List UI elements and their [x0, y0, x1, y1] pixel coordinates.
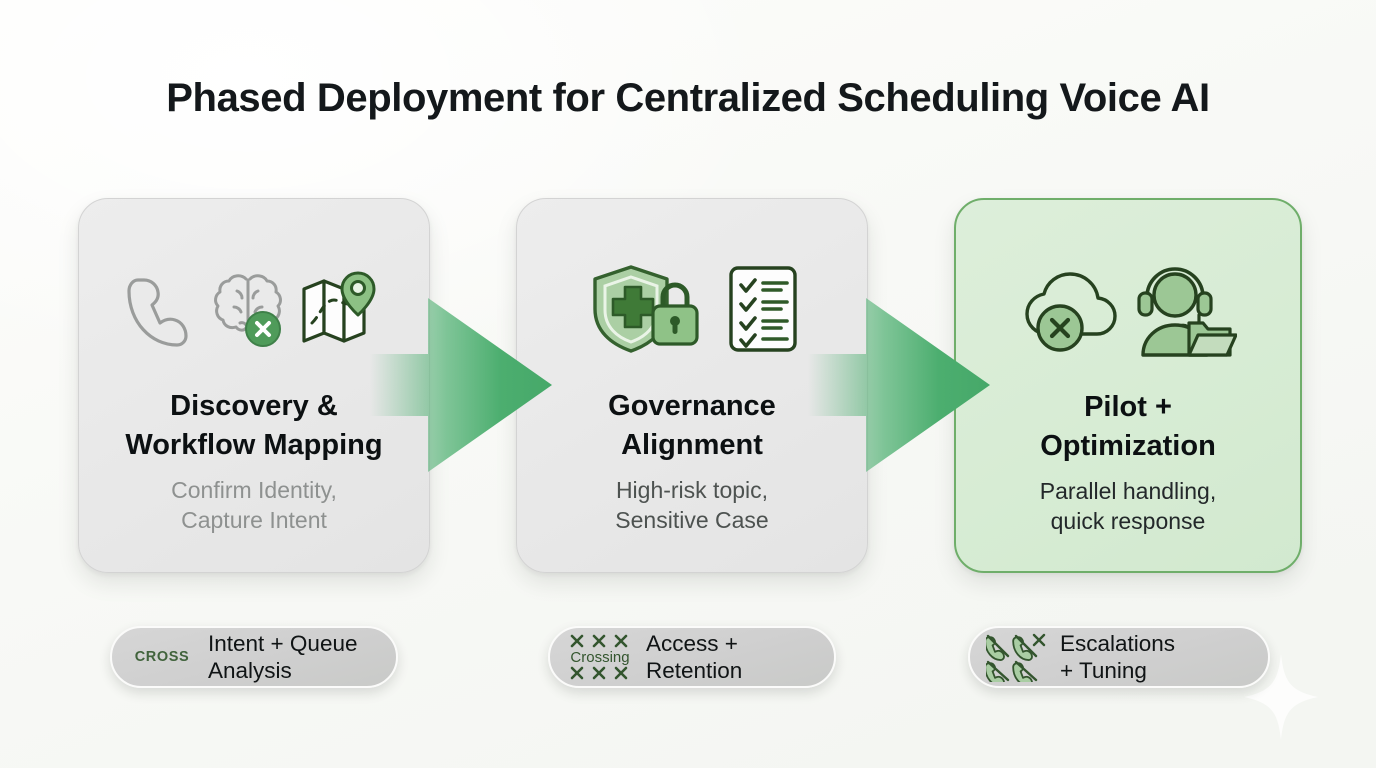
- phase-card-discovery-workflow-mapping[interactable]: Discovery & Workflow Mapping Confirm Ide…: [78, 198, 430, 573]
- phase-card-pilot-optimization[interactable]: Pilot + Optimization Parallel handling, …: [954, 198, 1302, 573]
- svg-text:Crossing: Crossing: [570, 649, 629, 666]
- card-icon-group: [1019, 258, 1237, 362]
- cross-badge-icon: [255, 321, 271, 337]
- crossing-grid-icon: Crossing: [566, 632, 634, 682]
- phone-handset-icon: [127, 278, 188, 347]
- medical-cross-icon: [611, 285, 655, 329]
- location-pin-icon: [340, 271, 376, 317]
- tag-label: Escalations + Tuning: [1060, 631, 1176, 683]
- card-title: Governance Alignment: [608, 390, 776, 461]
- card-icon-group: [124, 257, 384, 361]
- page-title: Phased Deployment for Centralized Schedu…: [166, 76, 1210, 120]
- brain-icon: [214, 274, 282, 347]
- cloud-icon: [1025, 272, 1117, 352]
- headset-agent-icon: [1137, 267, 1237, 357]
- shield-icon: [593, 265, 699, 353]
- tag-intent-queue-analysis[interactable]: CROSS Intent + Queue Analysis: [110, 626, 398, 688]
- card-icon-group: [583, 257, 801, 361]
- card-title: Pilot + Optimization: [1040, 391, 1216, 462]
- crossed-phones-icon: [986, 632, 1048, 682]
- checklist-clipboard-icon: [729, 266, 797, 352]
- tag-access-retention[interactable]: Crossing Access + Retention: [548, 626, 836, 688]
- padlock-icon: [651, 282, 699, 346]
- card-subtitle: High-risk topic, Sensitive Case: [615, 477, 769, 534]
- phase-flow-diagram: Discovery & Workflow Mapping Confirm Ide…: [0, 198, 1376, 698]
- tag-escalations-tuning[interactable]: Escalations + Tuning: [968, 626, 1270, 688]
- card-subtitle: Parallel handling, quick response: [1039, 478, 1217, 535]
- folder-icon: [1187, 321, 1237, 357]
- tag-label: Intent + Queue Analysis: [208, 631, 358, 683]
- folded-map-icon: [302, 271, 376, 343]
- phase-card-governance-alignment[interactable]: Governance Alignment High-risk topic, Se…: [516, 198, 868, 573]
- cross-text-icon: CROSS: [134, 649, 190, 665]
- tag-label: Access + Retention: [646, 631, 743, 683]
- cross-badge-icon: [1049, 317, 1071, 339]
- card-subtitle: Confirm Identity, Capture Intent: [171, 477, 337, 534]
- card-title: Discovery & Workflow Mapping: [125, 390, 383, 461]
